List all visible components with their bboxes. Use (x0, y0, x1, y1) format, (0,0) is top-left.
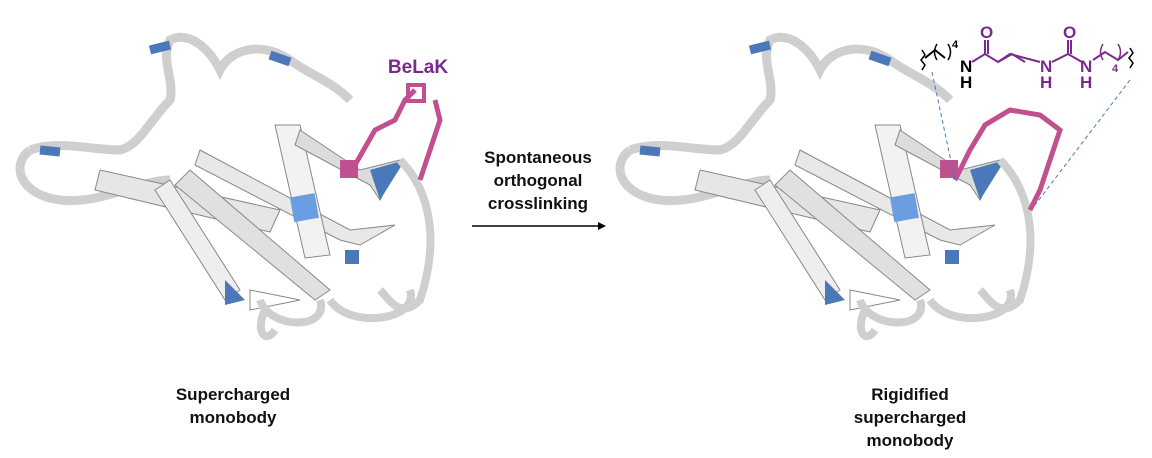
svg-text:N: N (960, 57, 972, 76)
belak-side-chain-right (417, 99, 443, 181)
svg-text:H: H (1040, 73, 1052, 92)
arrow-caption-line: Spontaneous (484, 148, 592, 167)
right-caption-line: monobody (866, 431, 954, 450)
right-caption: Rigidified supercharged monobody (810, 383, 1010, 452)
arrow-caption-line: crosslinking (487, 194, 589, 213)
svg-text:N: N (1040, 57, 1052, 76)
right-caption-line: Rigidified (871, 385, 949, 404)
svg-text:4: 4 (1112, 63, 1119, 75)
left-caption-line: Supercharged (175, 385, 291, 404)
left-caption: Supercharged monobody (133, 383, 333, 429)
crosslink (952, 107, 1063, 212)
svg-text:N: N (1080, 57, 1092, 76)
belak-label: BeLaK (387, 57, 449, 78)
svg-text:O: O (980, 23, 993, 42)
right-caption-line: supercharged (853, 408, 967, 427)
arrow-head-icon (598, 222, 606, 230)
dashed-guide-left (931, 71, 956, 181)
svg-text:4: 4 (952, 39, 959, 51)
svg-text:O: O (1063, 23, 1076, 42)
svg-text:H: H (960, 73, 972, 92)
supercharged-monobody-structure (20, 37, 430, 336)
dashed-guide-right (1034, 79, 1131, 206)
chemical-structure: 4 N H O N H O N H 4 (920, 23, 1134, 92)
svg-text:H: H (1080, 73, 1092, 92)
beta-lactam-ring (406, 83, 426, 103)
arrow-caption: Spontaneous orthogonal crosslinking (458, 146, 618, 215)
left-caption-line: monobody (189, 408, 277, 427)
arrow-caption-line: orthogonal (493, 171, 583, 190)
